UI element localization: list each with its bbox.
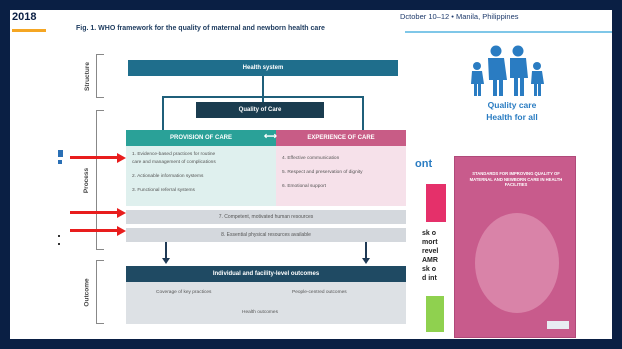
outcomes-body: Coverage of key practices People-centred… [126, 282, 406, 324]
outcome-item: People-centred outcomes [292, 290, 347, 295]
year-underline [12, 29, 46, 32]
figure-title: Fig. 1. WHO framework for the quality of… [76, 25, 325, 32]
background-text-fragment: d int [422, 275, 437, 282]
connector-line [162, 96, 164, 130]
background-fragment [58, 235, 60, 237]
list-item: 6. Emotional support [282, 184, 326, 189]
right-column: Quality care Health for all ont sk o mor… [412, 38, 612, 339]
connector-line [365, 242, 367, 260]
brace-outcome [96, 260, 104, 324]
family-icon [471, 45, 544, 96]
red-arrow [70, 156, 118, 159]
experience-of-care-header: EXPERIENCE OF CARE [276, 130, 406, 146]
list-item: 1. Evidence-based practices for routine [132, 152, 216, 157]
list-item: 5. Respect and preservation of dignity [282, 170, 363, 175]
background-text-fragment: revel [422, 248, 439, 255]
red-arrowhead-icon [117, 207, 126, 218]
connector-line [362, 96, 364, 130]
brace-process [96, 110, 104, 250]
red-arrowhead-icon [117, 225, 126, 236]
brace-structure [96, 54, 104, 98]
red-arrowhead-icon [117, 152, 126, 163]
connector-line [162, 96, 364, 98]
report-cover: STANDARDS FOR IMPROVING QUALITY OF MATER… [454, 156, 576, 338]
slide-content: 2018 Fig. 1. WHO framework for the quali… [10, 10, 612, 339]
bidirectional-arrow-icon: ⟷ [264, 131, 277, 141]
report-title: STANDARDS FOR IMPROVING QUALITY OF MATER… [469, 171, 563, 187]
background-fragment [58, 243, 60, 245]
red-arrow [70, 229, 118, 232]
slogan-line-2: Health for all [486, 112, 538, 122]
connector-line [262, 76, 264, 102]
human-resources-bar: 7. Competent, motivated human resources [126, 210, 406, 224]
background-text-fragment: sk o [422, 266, 437, 273]
side-label-outcome: Outcome [83, 277, 91, 307]
list-item: 4. Effective communication [282, 156, 340, 161]
background-fragment [58, 160, 62, 164]
background-text-fragment: AMR [422, 257, 438, 264]
outcomes-header: Individual and facility-level outcomes [126, 266, 406, 282]
physical-resources-bar: 8. Essential physical resources availabl… [126, 228, 406, 242]
mother-child-illustration [475, 213, 559, 313]
experience-of-care-list: 4. Effective communication 5. Respect an… [276, 146, 406, 206]
background-text-fragment: sk o [422, 230, 437, 237]
list-item: 3. Functional referral systems [132, 188, 195, 193]
outcome-item: Health outcomes [242, 310, 278, 315]
provision-of-care-header: PROVISION OF CARE [126, 130, 276, 146]
red-arrow [70, 211, 118, 214]
list-item: 2. Actionable information systems [132, 174, 204, 179]
side-label-structure: Structure [83, 61, 91, 91]
background-fragment [58, 150, 63, 157]
arrow-down-icon [362, 258, 370, 264]
year-label: 2018 [12, 11, 37, 23]
provision-of-care-list: 1. Evidence-based practices for routine … [126, 146, 276, 206]
arrow-down-icon [162, 258, 170, 264]
background-green-block [426, 296, 444, 332]
slogan-line-1: Quality care [487, 100, 537, 110]
quality-of-care-box: Quality of Care [196, 102, 324, 118]
event-info: Dctober 10–12 • Manila, Philippines [400, 12, 519, 21]
connector-line [165, 242, 167, 260]
event-underline [405, 31, 612, 33]
health-system-box: Health system [128, 60, 398, 76]
background-text-fragment: ont [415, 158, 433, 170]
list-item: care and management of complications [132, 160, 216, 165]
outcome-item: Coverage of key practices [156, 290, 212, 295]
background-pink-block [426, 184, 446, 222]
background-text-fragment: mort [422, 239, 438, 246]
who-logo [547, 321, 569, 329]
